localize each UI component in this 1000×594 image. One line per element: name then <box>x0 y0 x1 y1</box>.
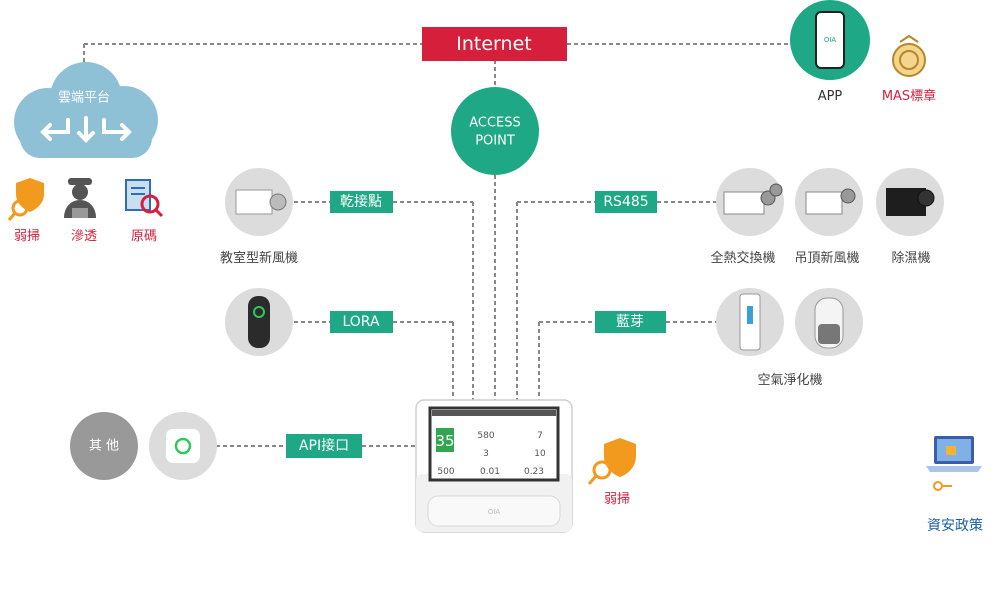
sensor-main-value: 35 <box>435 432 454 450</box>
tower-purifier-icon <box>739 293 761 351</box>
classroom-fan-label: 教室型新風機 <box>220 250 298 266</box>
device-weak-scan: 弱掃 <box>587 438 636 507</box>
code-review-icon <box>125 179 164 218</box>
dry-contact-label: 乾接點 <box>340 193 382 210</box>
sensor-screen: 35 580 7 3 10 500 0.01 0.23 <box>428 406 560 482</box>
other-label: 其 他 <box>89 439 119 454</box>
cloud-platform: 雲端平台 <box>14 62 158 158</box>
lora-tag: LORA <box>330 311 393 333</box>
sync-arrows-icon <box>40 116 132 143</box>
mas-seal-icon <box>892 34 926 77</box>
phone-icon <box>815 11 845 69</box>
air-purifier-node-2 <box>795 288 863 356</box>
dehumidifier-node: 除濕機 <box>876 168 944 266</box>
reading-3: 3 <box>483 449 489 459</box>
ceiling-ventilator-icon <box>805 188 856 215</box>
penetration-label: 滲透 <box>71 229 97 244</box>
round-purifier-icon <box>814 297 844 349</box>
api-device-node <box>149 412 217 480</box>
api-tag: API接口 <box>286 434 362 458</box>
app-label: APP <box>818 89 843 104</box>
device-brand: OIA <box>488 508 501 516</box>
weak-scan-label: 弱掃 <box>14 228 40 244</box>
reading-5: 500 <box>437 467 454 477</box>
reading-co2: 580 <box>477 431 494 441</box>
hacker-icon <box>64 178 96 218</box>
air-purifier-label: 空氣淨化機 <box>757 373 822 388</box>
access-point-label-line1: ACCESS <box>469 116 521 131</box>
cloud-icon <box>14 62 158 158</box>
reading-7: 0.23 <box>524 467 544 477</box>
app-node: OIA APP <box>790 0 870 104</box>
mas-label: MAS標章 <box>882 88 936 104</box>
lora-label: LORA <box>342 314 379 330</box>
access-point-node: ACCESS POINT <box>451 87 539 175</box>
other-node: 其 他 <box>70 412 138 480</box>
dehumidifier-icon <box>886 188 935 216</box>
rs485-tag: RS485 <box>595 191 657 213</box>
security-policy-label: 資安政策 <box>927 517 983 534</box>
security-items: 弱掃 滲透 原碼 <box>7 178 164 244</box>
iaq-sensor-device: OIA 35 580 7 3 10 500 0.01 0.23 <box>415 399 573 533</box>
reading-6: 0.01 <box>480 467 500 477</box>
dehumidifier-label: 除濕機 <box>891 251 930 266</box>
lora-sensor-node <box>225 288 293 356</box>
heat-exchanger-label: 全熱交換機 <box>710 250 775 266</box>
api-label: API接口 <box>299 437 349 454</box>
mas-badge: MAS標章 <box>882 34 936 104</box>
source-code-label: 原碼 <box>131 229 157 244</box>
heat-exchanger-icon <box>723 183 783 215</box>
lora-sensor-icon <box>248 296 270 348</box>
internet-node: Internet <box>422 27 567 61</box>
device-weak-scan-label: 弱掃 <box>604 491 630 507</box>
laptop-lock-icon <box>926 436 982 491</box>
shield-search-icon <box>7 178 44 221</box>
access-point-label-line2: POINT <box>475 134 515 149</box>
classroom-fan-node: 教室型新風機 <box>220 168 298 266</box>
phone-logo: OIA <box>824 36 837 44</box>
shield-search-icon <box>587 438 636 485</box>
heat-exchanger-node: 全熱交換機 <box>710 168 784 266</box>
internet-label: Internet <box>456 33 531 55</box>
air-purifier-node-1 <box>716 288 784 356</box>
ventilator-icon <box>235 189 287 215</box>
connector-lines <box>83 43 790 447</box>
security-policy: 資安政策 <box>926 436 983 534</box>
ceiling-fan-node: 吊頂新風機 <box>794 168 863 266</box>
dry-contact-tag: 乾接點 <box>330 191 393 213</box>
bluetooth-tag: 藍芽 <box>595 311 666 333</box>
cloud-label: 雲端平台 <box>58 91 110 106</box>
reading-2: 7 <box>537 431 543 441</box>
bluetooth-label: 藍芽 <box>616 314 644 330</box>
smart-button-icon <box>166 429 200 463</box>
rs485-label: RS485 <box>603 194 648 210</box>
reading-4: 10 <box>534 449 546 459</box>
ceiling-fan-label: 吊頂新風機 <box>794 250 859 266</box>
